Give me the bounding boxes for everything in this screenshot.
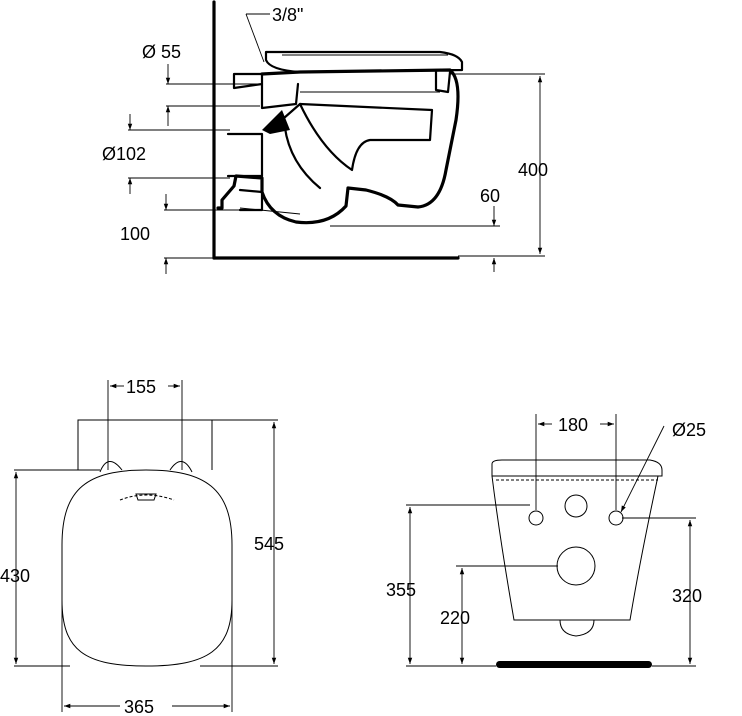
hinge-spacing-label: 155 bbox=[126, 377, 156, 397]
bowl-height-label: 400 bbox=[518, 160, 548, 180]
seat-top-view: 155 430 545 365 bbox=[0, 377, 284, 716]
overall-length-label: 545 bbox=[254, 534, 284, 554]
hinge-left bbox=[99, 461, 123, 473]
inlet-socket bbox=[260, 82, 300, 110]
inlet-diameter-label: Ø 55 bbox=[142, 42, 181, 62]
fixing-height-right-label: 320 bbox=[672, 586, 702, 606]
outlet-pipe bbox=[226, 132, 264, 178]
floor-bar bbox=[496, 661, 652, 668]
rim-outline bbox=[77, 419, 213, 470]
outlet-height-label: 100 bbox=[120, 224, 150, 244]
fixing-spacing-label: 180 bbox=[558, 415, 588, 435]
floor-clearance-label: 60 bbox=[480, 186, 500, 206]
seat-handle bbox=[119, 494, 175, 501]
outlet-hole bbox=[556, 546, 596, 586]
bowl-inner bbox=[298, 102, 434, 172]
seal-block bbox=[262, 110, 290, 134]
seat-length-label: 430 bbox=[0, 566, 30, 586]
seat-outline bbox=[61, 469, 233, 667]
fixing-hole-right bbox=[608, 510, 624, 526]
rear-body bbox=[491, 475, 659, 621]
inlet-pipe bbox=[232, 72, 264, 90]
rear-seat bbox=[491, 459, 663, 477]
rear-view: 180 Ø25 355 220 320 bbox=[386, 414, 706, 668]
fixing-height-left-label: 355 bbox=[386, 580, 416, 600]
bowl-outline bbox=[216, 68, 460, 225]
outlet-diameter-label: Ø102 bbox=[102, 144, 146, 164]
outlet-height-rear-label: 220 bbox=[440, 608, 470, 628]
thread-size-label: 3/8" bbox=[272, 5, 303, 25]
hinge-right bbox=[169, 461, 193, 473]
rear-outlet bbox=[559, 619, 595, 637]
seat-buffer bbox=[434, 68, 452, 94]
fixing-diameter-label: Ø25 bbox=[672, 420, 706, 440]
seat-lid bbox=[264, 50, 464, 74]
inlet-hole bbox=[564, 494, 588, 518]
seat-width-label: 365 bbox=[124, 697, 154, 716]
side-view: 3/8" Ø 55 Ø102 100 400 60 bbox=[102, 0, 548, 274]
fixing-hole-left bbox=[528, 510, 544, 526]
